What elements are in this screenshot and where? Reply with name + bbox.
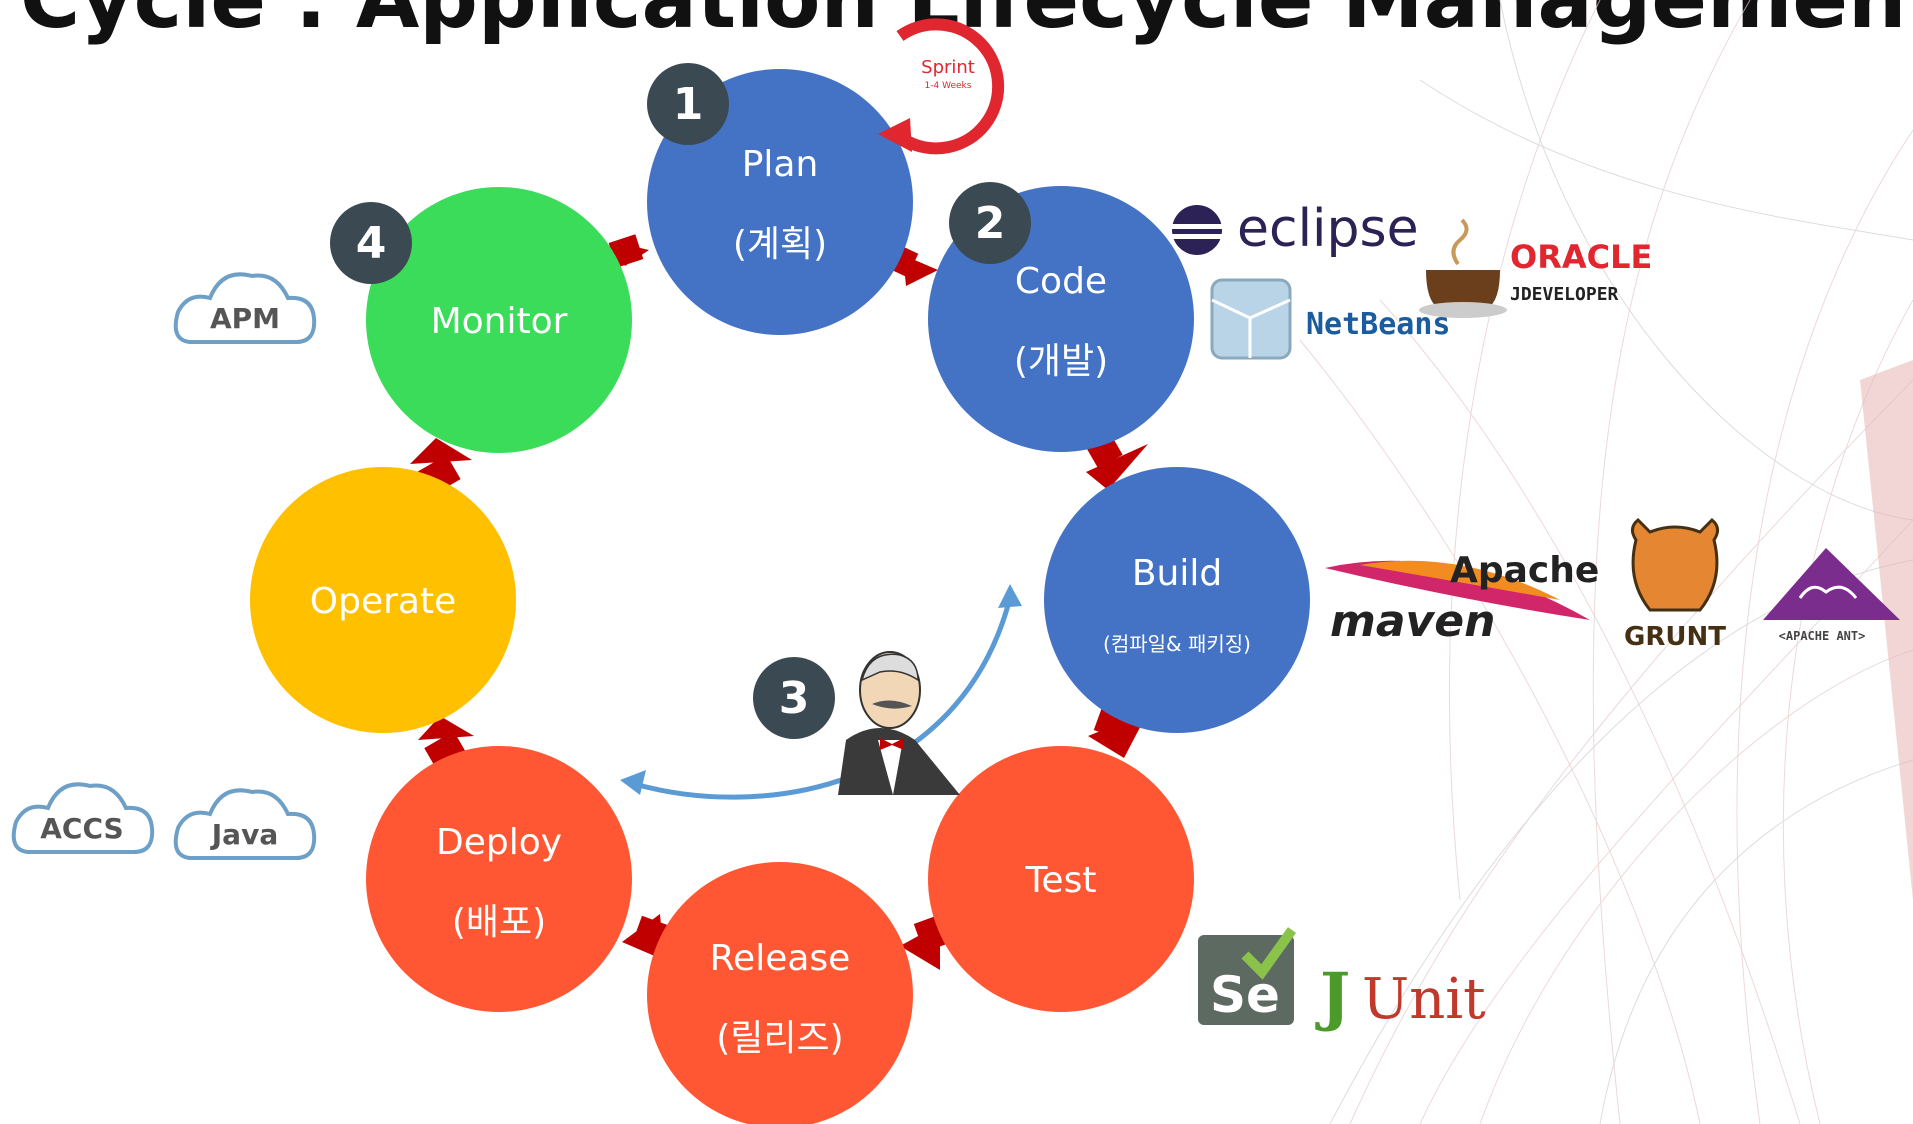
- stage-circle-deploy: [366, 746, 632, 1012]
- junit-logo: J Unit: [1315, 959, 1486, 1034]
- stage-sub-release: (릴리즈): [716, 1018, 843, 1059]
- eclipse-logo: eclipse: [1172, 199, 1419, 259]
- selenium-check-icon: [1241, 927, 1297, 980]
- grunt-boar-icon: [1631, 517, 1719, 612]
- arrow-deploy-to-operate-shaft: [424, 731, 466, 769]
- stage-circle-release: [647, 862, 913, 1124]
- stage-label-deploy: Deploy: [436, 822, 562, 863]
- cloud-apm-shape: [173, 272, 317, 344]
- eclipse-label: eclipse: [1237, 199, 1419, 259]
- apache-maven-logo: Apache maven: [1325, 550, 1599, 647]
- cloud-accs: ACCS: [11, 782, 155, 854]
- badge-2: 2: [949, 182, 1031, 264]
- coffee-cup-saucer: [1419, 302, 1507, 318]
- badge-circle-2: [949, 182, 1031, 264]
- cloud-java-shape: [173, 788, 317, 860]
- stage-sub-build: (컴파일& 패키징): [1103, 632, 1251, 656]
- cloud-apm: APM: [173, 272, 317, 344]
- badge-number-1: 1: [673, 79, 704, 130]
- stage-circle-operate: [250, 467, 516, 733]
- cloud-accs-label: ACCS: [40, 812, 123, 845]
- jenkins-arc-head-left: [620, 770, 646, 795]
- sprint-loop-arrowhead: [878, 118, 912, 152]
- stage-deploy[interactable]: Deploy (배포): [366, 746, 632, 1012]
- cloud-accs-shape: [11, 782, 155, 854]
- sprint-loop-arc: [896, 18, 1005, 155]
- stage-label-plan: Plan: [742, 144, 819, 185]
- apache-ant-triangle-icon: [1763, 548, 1900, 620]
- stage-monitor[interactable]: Monitor: [366, 187, 632, 453]
- badge-number-4: 4: [356, 218, 387, 269]
- badge-circle-3: [753, 657, 835, 739]
- oracle-label: ORACLE: [1510, 238, 1652, 276]
- background-decoration: [1299, 0, 1913, 1124]
- stage-circle-test: [928, 746, 1194, 1012]
- arrow-deploy-to-operate: [418, 716, 474, 740]
- jenkins-automation: [620, 584, 1022, 800]
- apache-feather-icon-upper: [1360, 560, 1560, 600]
- eclipse-icon: [1172, 205, 1222, 255]
- junit-unit-label: Unit: [1362, 967, 1486, 1032]
- oracle-jdeveloper-logo: ORACLE JDEVELOPER: [1419, 218, 1652, 318]
- stage-release[interactable]: Release (릴리즈): [647, 862, 913, 1124]
- sprint-label: Sprint: [921, 57, 975, 78]
- badge-circle-1: [647, 63, 729, 145]
- coffee-steam: [1451, 218, 1469, 266]
- apache-ant-logo: <APACHE ANT>: [1763, 548, 1900, 643]
- stage-operate[interactable]: Operate: [250, 467, 516, 733]
- grunt-logo: GRUNT: [1624, 517, 1726, 652]
- stage-build[interactable]: Build (컴파일& 패키징): [1044, 467, 1310, 733]
- junit-j-label: J: [1315, 959, 1350, 1034]
- jenkins-mustache: [872, 700, 912, 709]
- cycle-arrows: [410, 234, 1148, 970]
- arrow-code-to-build: [1086, 444, 1148, 490]
- jenkins-hair: [860, 653, 919, 682]
- eclipse-icon-stripe-2: [1172, 234, 1222, 239]
- badge-1: 1: [647, 63, 729, 145]
- stage-sub-deploy: (배포): [452, 902, 546, 943]
- badge-number-2: 2: [975, 198, 1006, 249]
- netbeans-logo: NetBeans: [1210, 278, 1451, 360]
- arrow-operate-to-monitor: [410, 438, 472, 464]
- stage-label-build: Build: [1132, 553, 1222, 594]
- maven-label: maven: [1330, 596, 1495, 647]
- jenkins-butler-icon: [838, 651, 960, 795]
- stage-label-code: Code: [1015, 261, 1107, 302]
- netbeans-cube-shade: [1211, 298, 1291, 358]
- stage-label-operate: Operate: [310, 581, 456, 622]
- stage-sub-code: (개발): [1014, 341, 1108, 382]
- jenkins-shirt: [878, 740, 903, 795]
- ant-icon: [1798, 585, 1858, 599]
- cloud-java-label: Java: [210, 818, 278, 851]
- stage-label-test: Test: [1025, 860, 1097, 901]
- background-red-wedge: [1860, 360, 1913, 900]
- jenkins-bowtie: [880, 738, 904, 750]
- jenkins-arc-head-right: [998, 584, 1022, 608]
- cloud-java: Java: [173, 788, 317, 860]
- selenium-logo: Se: [1198, 927, 1297, 1025]
- badge-4: 4: [330, 202, 412, 284]
- sprint-duration: 1-4 Weeks: [925, 81, 972, 91]
- stage-label-release: Release: [710, 938, 851, 979]
- cloud-apm-label: APM: [210, 302, 280, 335]
- apache-ant-label: <APACHE ANT>: [1779, 629, 1866, 643]
- selenium-label: Se: [1210, 966, 1280, 1024]
- stage-sub-plan: (계획): [733, 224, 827, 265]
- eclipse-icon-stripe-1: [1172, 224, 1222, 229]
- stage-label-monitor: Monitor: [431, 301, 568, 342]
- apache-feather-icon: [1325, 560, 1590, 620]
- grunt-label: GRUNT: [1624, 622, 1726, 652]
- badge-circle-4: [330, 202, 412, 284]
- apache-label: Apache: [1450, 550, 1599, 591]
- stage-test[interactable]: Test: [928, 746, 1194, 1012]
- stage-circle-build: [1044, 467, 1310, 733]
- badge-number-3: 3: [779, 673, 810, 724]
- sprint-loop: Sprint 1-4 Weeks: [878, 18, 1005, 155]
- coffee-cup-icon: [1426, 270, 1500, 308]
- jdeveloper-label: JDEVELOPER: [1510, 284, 1619, 305]
- badge-3: 3: [753, 657, 835, 739]
- stage-circle-monitor: [366, 187, 632, 453]
